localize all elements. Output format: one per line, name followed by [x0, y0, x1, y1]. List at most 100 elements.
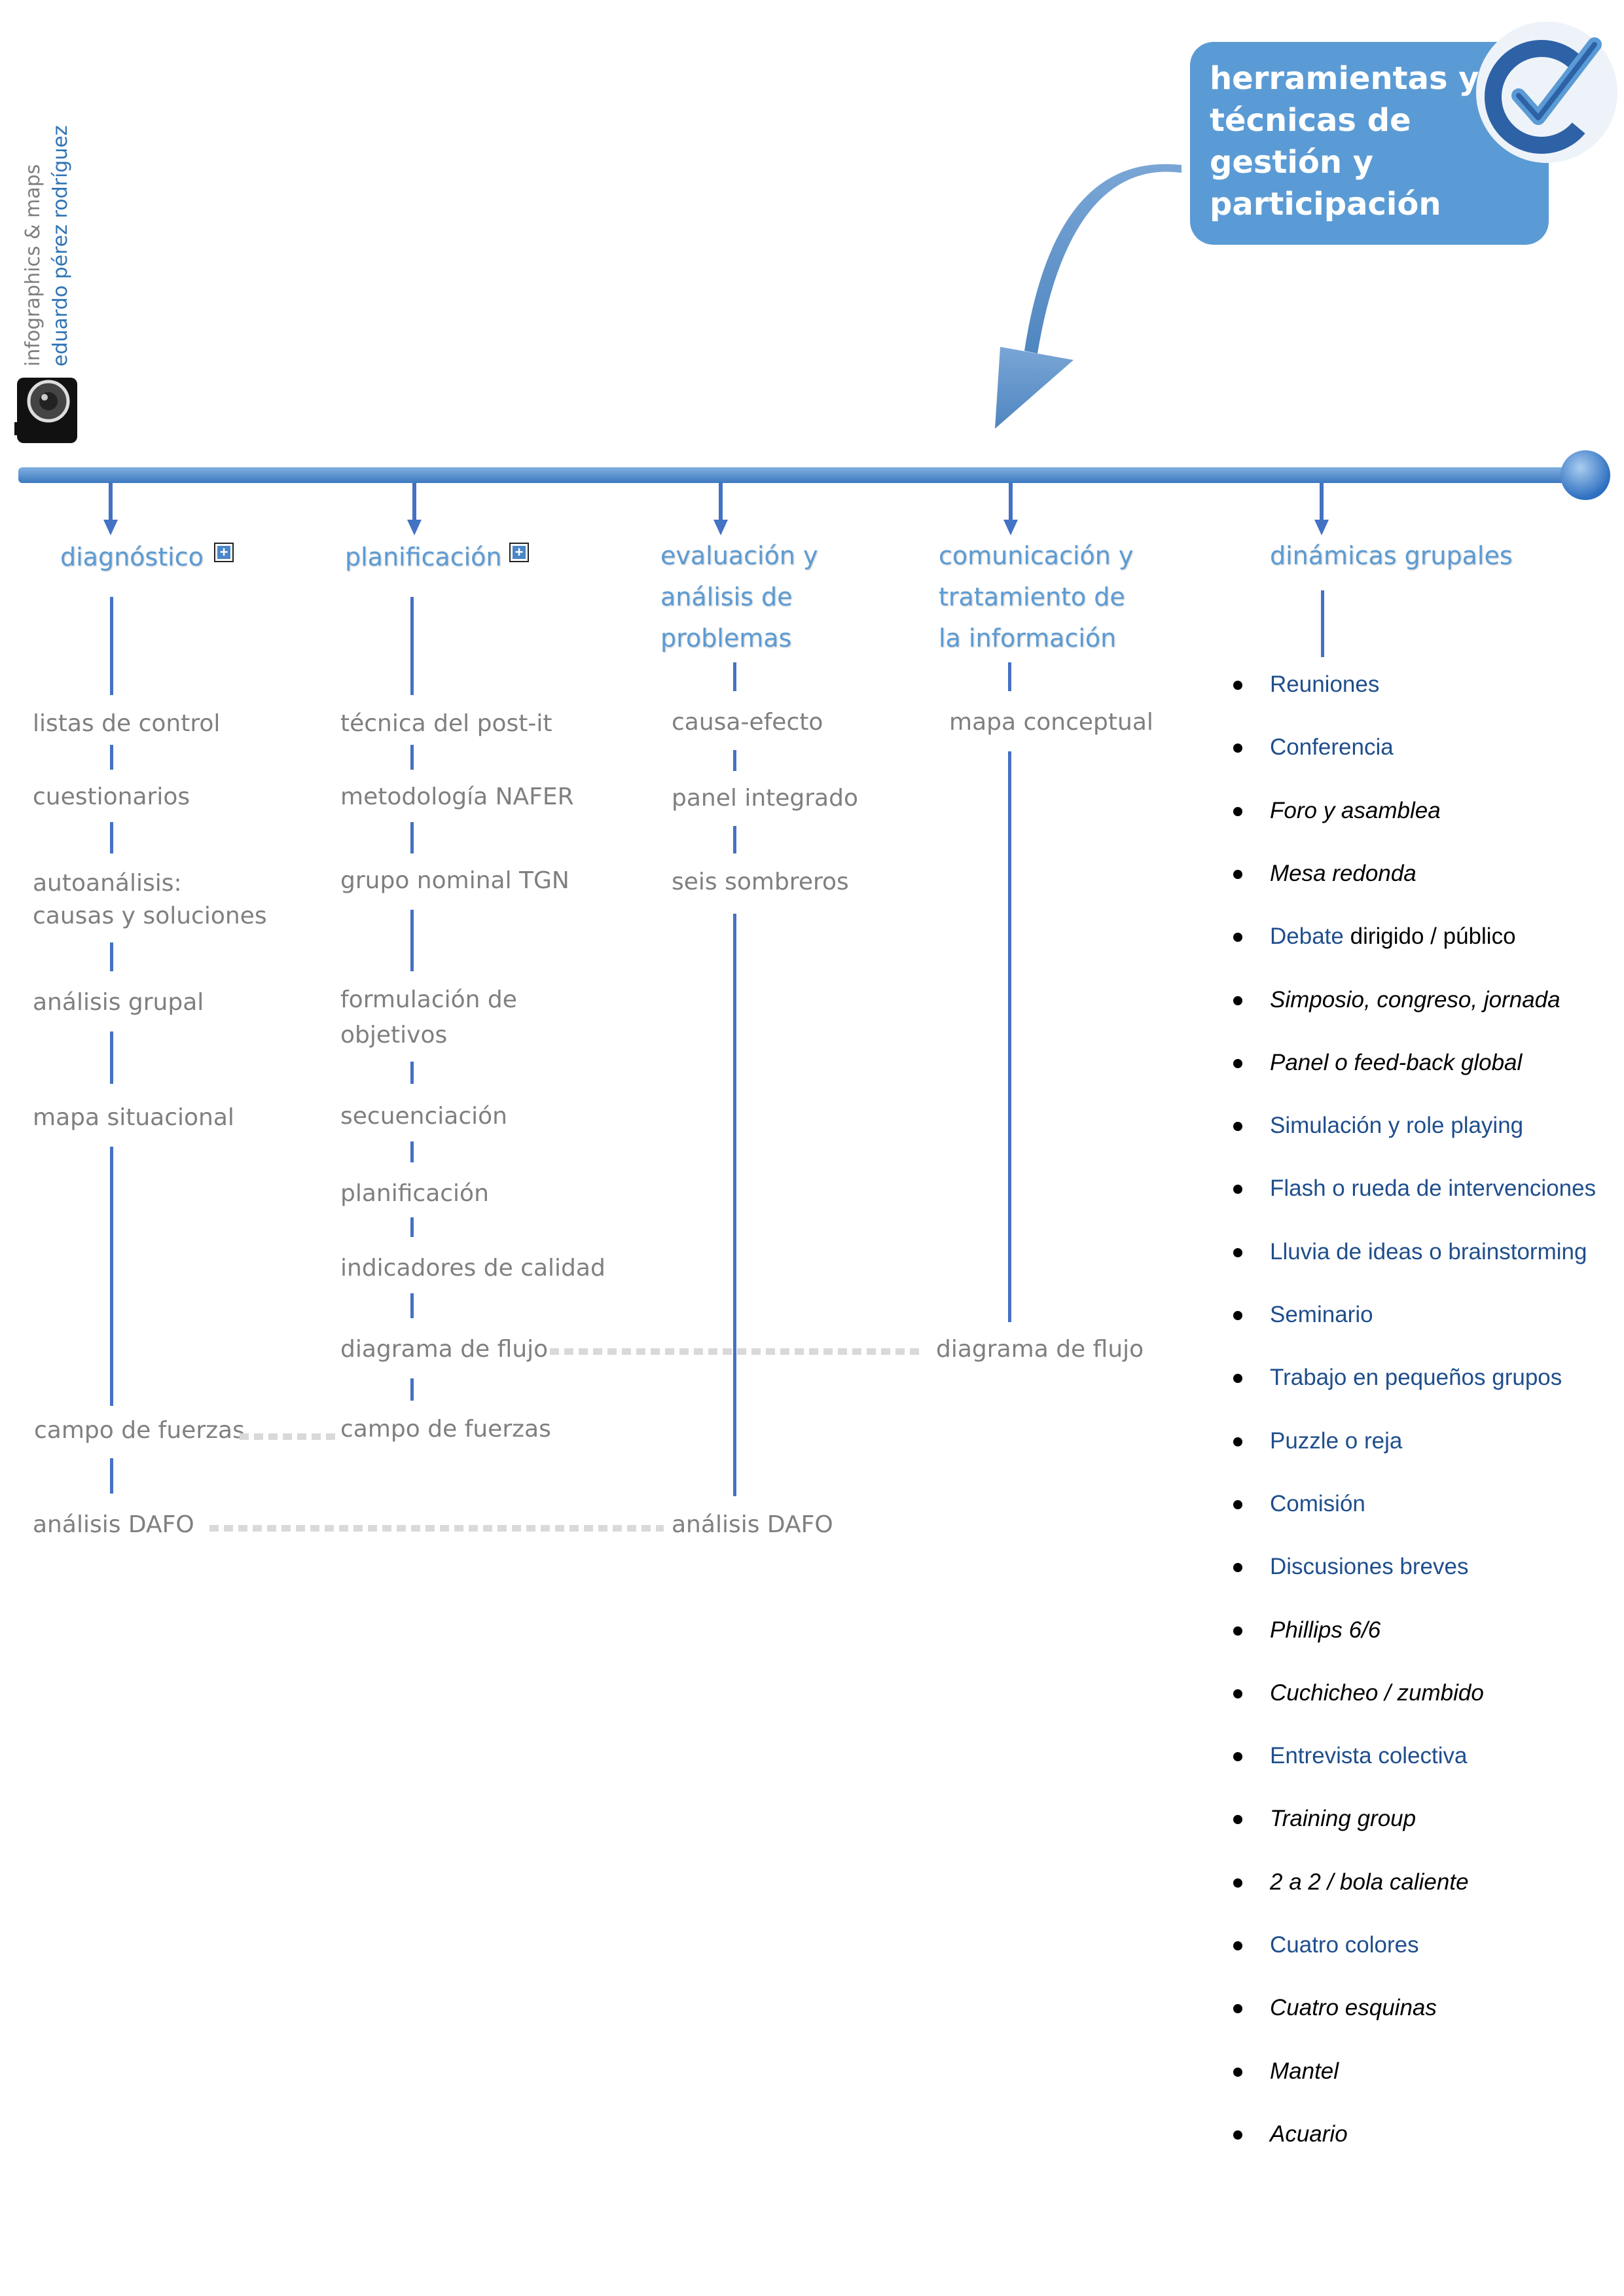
connector	[410, 1378, 414, 1401]
bullet-icon	[1233, 744, 1242, 753]
connector	[410, 597, 414, 695]
item-analisis-grupal: análisis grupal	[33, 989, 204, 1016]
heading-comunicacion[interactable]: comunicación y tratamiento de la informa…	[939, 541, 1134, 653]
arrow-down-icon	[407, 483, 422, 540]
list-item[interactable]: Entrevista colectiva	[1233, 1743, 1468, 1769]
list-item-label: Puzzle o reja	[1270, 1427, 1403, 1454]
list-item: Acuario	[1233, 2121, 1348, 2147]
connector	[110, 597, 113, 695]
connector	[410, 910, 414, 971]
bullet-icon	[1233, 1941, 1242, 1950]
list-item-label: Entrevista colectiva	[1270, 1743, 1468, 1769]
list-item-label: Cuatro esquinas	[1270, 1995, 1437, 2021]
item-cuestionarios: cuestionarios	[33, 783, 190, 810]
list-item[interactable]: Simulación y role playing	[1233, 1113, 1524, 1139]
list-item-label: Cuatro colores	[1270, 1932, 1419, 1958]
list-item-label: Discusiones breves	[1270, 1554, 1469, 1580]
item-grupo-nominal: grupo nominal TGN	[340, 867, 569, 894]
expand-planificacion-icon[interactable]: +	[509, 543, 529, 562]
connector	[1008, 751, 1011, 1322]
link-analisis-dafo	[209, 1525, 664, 1532]
item-listas-control: listas de control	[33, 710, 221, 737]
list-item-label: Debate	[1270, 924, 1344, 950]
list-item-label: Trabajo en pequeños grupos	[1270, 1365, 1562, 1391]
credits: infographics & maps eduardo pérez rodríg…	[20, 118, 75, 367]
item-panel-integrado: panel integrado	[672, 785, 858, 812]
list-item[interactable]: Lluvia de ideas o brainstorming	[1233, 1238, 1587, 1265]
list-item[interactable]: Flash o rueda de intervenciones	[1233, 1175, 1597, 1202]
bullet-icon	[1233, 1311, 1242, 1320]
bullet-icon	[1233, 806, 1242, 816]
list-item-label: Lluvia de ideas o brainstorming	[1270, 1238, 1587, 1265]
list-item[interactable]: Reuniones	[1233, 672, 1380, 698]
connector	[410, 745, 414, 770]
connector	[410, 1141, 414, 1162]
list-item-label: Seminario	[1270, 1302, 1373, 1327]
bullet-icon	[1233, 2130, 1242, 2140]
connector	[110, 942, 113, 971]
brand-logo-icon	[1473, 18, 1621, 166]
list-item[interactable]: Conferencia	[1233, 734, 1394, 761]
bullet-icon	[1233, 1374, 1242, 1384]
list-item-label: Panel o feed-back global	[1270, 1049, 1523, 1075]
list-item-label: 2 a 2 / bola caliente	[1270, 1869, 1469, 1895]
list-item-label: Phillips 6/6	[1270, 1617, 1381, 1643]
list-item[interactable]: Discusiones breves	[1233, 1554, 1469, 1580]
bullet-icon	[1233, 1815, 1242, 1825]
connector	[410, 1217, 414, 1237]
list-item: Training group	[1233, 1806, 1416, 1832]
bullet-icon	[1233, 2004, 1242, 2014]
heading-diagnostico[interactable]: diagnóstico	[60, 543, 204, 571]
arrow-down-icon	[1314, 483, 1329, 540]
list-item-label: Comisión	[1270, 1490, 1365, 1516]
connector	[733, 914, 736, 1496]
list-item[interactable]: Puzzle o reja	[1233, 1427, 1403, 1454]
heading-dinamicas[interactable]: dinámicas grupales	[1270, 541, 1513, 570]
expand-diagnostico-icon[interactable]: +	[214, 543, 234, 562]
heading-evaluacion[interactable]: evaluación y análisis de problemas	[660, 541, 818, 653]
list-item[interactable]: Seminario	[1233, 1302, 1373, 1328]
curved-arrow-icon	[969, 164, 1185, 439]
list-item: Mantel	[1233, 2058, 1339, 2085]
connector	[110, 745, 113, 770]
list-item-label: Simulación y role playing	[1270, 1113, 1524, 1139]
connector	[733, 750, 736, 771]
bullet-icon	[1233, 681, 1242, 690]
item-indicadores: indicadores de calidad	[340, 1255, 605, 1282]
list-item-label: Reuniones	[1270, 672, 1380, 697]
connector	[733, 826, 736, 853]
link-campo-fuerzas	[240, 1433, 335, 1440]
list-item[interactable]: Trabajo en pequeños grupos	[1233, 1365, 1562, 1391]
list-item-label: Training group	[1270, 1806, 1416, 1832]
bullet-icon	[1233, 1247, 1242, 1257]
list-item[interactable]: Debate dirigido / público	[1233, 924, 1516, 950]
bullet-icon	[1233, 2067, 1242, 2077]
list-item-label: Conferencia	[1270, 734, 1394, 761]
heading-planificacion[interactable]: planificación	[345, 543, 502, 571]
item-seis-sombreros: seis sombreros	[672, 869, 849, 895]
list-item: Cuatro esquinas	[1233, 1995, 1437, 2021]
connector	[110, 1031, 113, 1084]
timeline-bar	[18, 467, 1583, 483]
title-text: herramientas y técnicas de gestión y par…	[1210, 60, 1479, 223]
bullet-icon	[1233, 1626, 1242, 1636]
list-item[interactable]: Comisión	[1233, 1490, 1365, 1517]
item-formulacion: formulación de	[340, 986, 517, 1013]
list-item-label: Acuario	[1270, 2121, 1348, 2147]
item-autoanalisis: autoanálisis:	[33, 870, 182, 897]
list-item: Mesa redonda	[1233, 861, 1416, 887]
item-nafer: metodología NAFER	[340, 783, 574, 810]
item-campo-fuerzas-2: campo de fuerzas	[340, 1416, 551, 1443]
bullet-icon	[1233, 1752, 1242, 1762]
connector	[1321, 590, 1324, 657]
connector	[110, 1147, 113, 1406]
list-item-label: Flash o rueda de intervenciones	[1270, 1175, 1597, 1202]
connector	[410, 1293, 414, 1318]
connector	[410, 1062, 414, 1084]
item-secuenciacion: secuenciación	[340, 1103, 507, 1130]
item-post-it: técnica del post-it	[340, 710, 552, 737]
list-item[interactable]: Cuatro colores	[1233, 1932, 1419, 1958]
list-item-label: Cuchicheo / zumbido	[1270, 1679, 1484, 1706]
list-item: Cuchicheo / zumbido	[1233, 1679, 1484, 1706]
timeline-end-ball	[1561, 450, 1610, 500]
